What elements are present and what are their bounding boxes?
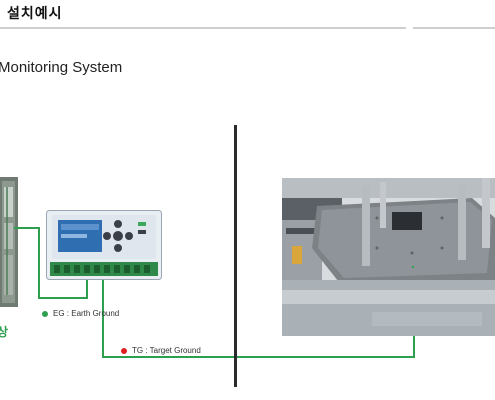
eg-dot-icon (42, 310, 48, 317)
wire-eg-rise (86, 280, 88, 299)
section-title: 설치예시 (7, 6, 63, 22)
header-rule-right (413, 27, 495, 29)
legend-tg: TG : Target Ground (121, 346, 201, 355)
legend-eg-label: EG : Earth Ground (53, 309, 120, 318)
legend-eg: EG : Earth Ground (42, 309, 119, 318)
wire-eg-horizontal (38, 297, 88, 299)
wire-tg-vertical (102, 280, 104, 358)
wire-tg-horizontal (102, 356, 415, 358)
vertical-divider (234, 125, 237, 387)
legend-tg-label: TG : Target Ground (132, 346, 201, 355)
machine-photo-icon (282, 178, 495, 336)
wire-eg-vertical (38, 227, 40, 299)
subtitle: Monitoring System (0, 59, 123, 76)
left-edge-label: 상 (0, 325, 9, 339)
monitoring-device-icon (46, 210, 162, 280)
cabinet-photo-icon (0, 177, 18, 307)
tg-dot-icon (121, 347, 127, 354)
header-rule (0, 27, 406, 29)
wire-top-to-device (14, 227, 40, 229)
